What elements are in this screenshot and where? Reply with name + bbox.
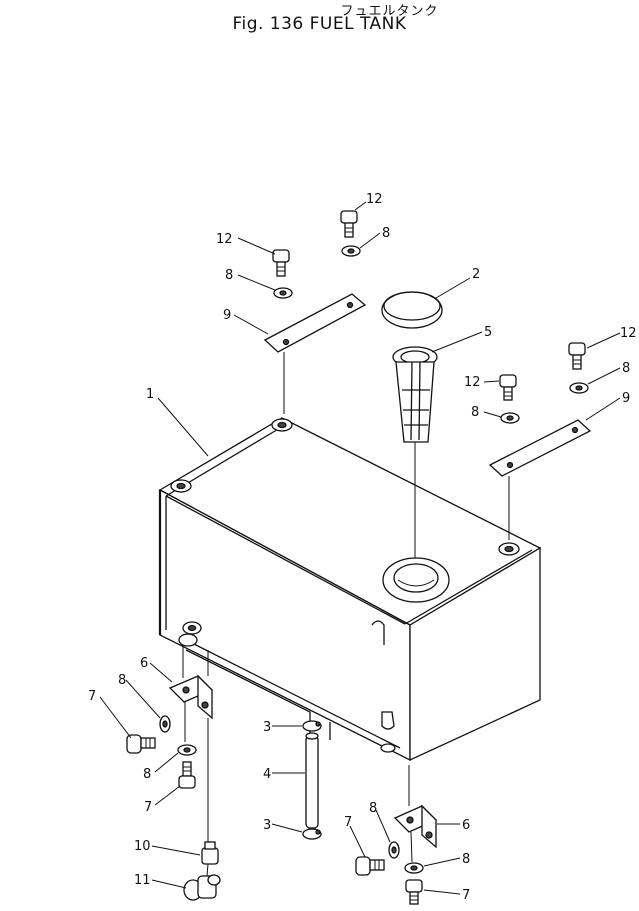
- bolt-left-horizontal: [126, 734, 156, 754]
- washer-top-center: [341, 245, 361, 257]
- callout-6-right: 6: [462, 818, 470, 833]
- fuel-tank-body: [158, 417, 542, 762]
- figure-title: Fig. 136 FUEL TANK: [232, 14, 407, 34]
- callout-12-right-near: 12: [464, 375, 481, 390]
- filler-cap: [381, 291, 443, 329]
- hose: [305, 732, 319, 829]
- callout-11: 11: [134, 873, 151, 888]
- callout-12-top-center: 12: [366, 192, 383, 207]
- washer-left-upper: [159, 715, 171, 733]
- assembly-lines: [182, 352, 510, 877]
- tank-mount-bosses: [170, 418, 520, 753]
- hose-clamp-upper: [302, 720, 322, 732]
- washer-right-far: [569, 382, 589, 394]
- bolt-right-far: [568, 342, 586, 370]
- figure-title-japanese: フュエルタンク: [340, 4, 439, 19]
- callout-8-right-lower: 8: [462, 852, 470, 867]
- callout-leaders: [99, 201, 621, 895]
- strainer: [392, 346, 438, 443]
- callout-7-right-lower: 7: [462, 888, 470, 903]
- bolt-top-center: [340, 210, 358, 238]
- washer-right-near: [500, 412, 520, 424]
- callout-3-lower: 3: [263, 818, 271, 833]
- callout-7-left-lower: 7: [144, 800, 152, 815]
- callout-9-right: 9: [622, 391, 630, 406]
- callout-8-top-center: 8: [382, 226, 390, 241]
- callout-1: 1: [146, 387, 154, 402]
- callout-7-left-upper: 7: [88, 689, 96, 704]
- callout-9-left: 9: [223, 308, 231, 323]
- callout-7-right-upper: 7: [344, 815, 352, 830]
- callout-4: 4: [263, 767, 271, 782]
- callout-2: 2: [472, 267, 480, 282]
- callout-10: 10: [134, 839, 151, 854]
- callout-5: 5: [484, 325, 492, 340]
- drain-plug: [201, 841, 219, 865]
- callout-8-top-left: 8: [225, 268, 233, 283]
- filler-neck-opening: [382, 557, 450, 603]
- mount-bracket-left: [168, 674, 214, 720]
- washer-right-upper: [388, 841, 400, 859]
- bracket-plate-left: [263, 293, 367, 353]
- callout-8-right-far: 8: [622, 361, 630, 376]
- callout-3-upper: 3: [263, 720, 271, 735]
- washer-left-lower: [177, 744, 197, 756]
- washer-right-lower: [404, 862, 424, 874]
- bolt-right-horizontal: [355, 856, 385, 876]
- washer-top-left: [273, 287, 293, 299]
- callout-8-left-lower: 8: [143, 767, 151, 782]
- callout-8-right-upper: 8: [369, 801, 377, 816]
- callout-8-left-upper: 8: [118, 673, 126, 688]
- bolt-top-left: [272, 249, 290, 277]
- callout-8-right-near: 8: [471, 405, 479, 420]
- bracket-plate-right: [488, 419, 592, 477]
- bolt-right-near: [499, 374, 517, 401]
- callout-6-left: 6: [140, 656, 148, 671]
- bolt-left-vertical: [178, 761, 196, 789]
- bolt-right-vertical: [405, 879, 423, 905]
- callout-12-top-left: 12: [216, 232, 233, 247]
- drain-valve: [183, 874, 221, 901]
- callout-labels: 1 2 3 3 4 5 6 6 7 7 7 7 8 8 8 8 8 8 8 8 …: [88, 192, 637, 903]
- hose-clamp-lower: [302, 828, 322, 840]
- callout-12-right-far: 12: [620, 326, 637, 341]
- mount-bracket-right: [393, 804, 438, 849]
